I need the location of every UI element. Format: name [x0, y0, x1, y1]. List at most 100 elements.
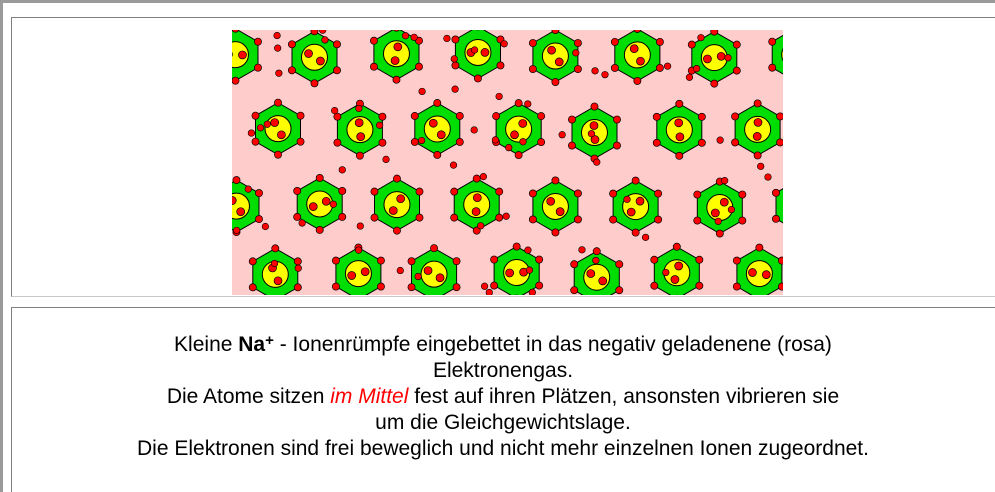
- ion-core: [463, 191, 491, 219]
- free-electron: [338, 166, 346, 174]
- free-electron: [500, 40, 508, 48]
- ion-core: [423, 115, 451, 143]
- shell-electron: [393, 174, 401, 183]
- caption-text: Kleine Na+ - Ionenrümpfe eingebettet in …: [11, 328, 995, 462]
- shell-electron: [535, 281, 544, 290]
- free-electron: [572, 49, 580, 57]
- shell-electron: [274, 98, 282, 107]
- shell-electron: [573, 39, 582, 47]
- inner-electron: [480, 48, 490, 57]
- ion-core: [344, 260, 372, 288]
- free-electron: [558, 131, 566, 139]
- free-electron: [382, 155, 390, 164]
- shell-electron: [710, 30, 719, 36]
- inner-electron: [472, 193, 482, 203]
- inner-electron: [716, 51, 726, 61]
- free-electron: [714, 217, 722, 225]
- free-electron: [356, 222, 364, 230]
- shell-electron: [415, 213, 424, 222]
- ion-core: [744, 115, 772, 143]
- free-electron: [727, 206, 736, 214]
- inner-electron: [670, 275, 680, 284]
- na-ion-symbol: Na+: [238, 332, 274, 356]
- shell-electron: [731, 112, 740, 121]
- inner-electron: [752, 132, 762, 141]
- shell-electron: [331, 256, 340, 265]
- free-electron: [256, 124, 265, 132]
- shell-electron: [433, 99, 442, 107]
- ion-core: [505, 115, 533, 143]
- shell-electron: [333, 112, 342, 121]
- inner-electron: [598, 276, 608, 286]
- free-electron: [355, 246, 363, 254]
- shell-electron: [732, 282, 741, 291]
- free-electron: [525, 266, 534, 274]
- shell-electron: [573, 189, 582, 198]
- shell-electron: [333, 40, 341, 49]
- shell-electron: [650, 281, 659, 290]
- free-electron: [724, 54, 732, 62]
- inner-electron: [238, 50, 247, 60]
- shell-electron: [772, 188, 780, 197]
- free-electron: [524, 246, 532, 254]
- shell-electron: [675, 151, 684, 160]
- shell-electron: [407, 283, 416, 292]
- shell-electron: [293, 212, 302, 221]
- shell-electron: [755, 243, 764, 252]
- metal-lattice-illustration: [232, 30, 783, 295]
- inner-electron: [396, 194, 406, 204]
- shell-electron: [570, 286, 579, 295]
- na-ion: [650, 242, 704, 295]
- free-electron: [623, 195, 631, 203]
- inner-electron: [674, 261, 684, 271]
- inner-electron: [710, 208, 720, 218]
- shell-electron: [615, 260, 624, 269]
- shell-electron: [613, 115, 621, 124]
- shell-electron: [251, 137, 260, 146]
- shell-electron: [492, 112, 501, 121]
- shell-electron: [415, 62, 423, 71]
- caption-cell: [11, 307, 995, 492]
- na-ion: [652, 99, 706, 160]
- shell-electron: [450, 213, 459, 222]
- shell-electron: [693, 190, 702, 199]
- shell-electron: [528, 215, 537, 224]
- inner-electron: [436, 130, 446, 140]
- inner-electron: [308, 202, 318, 211]
- shell-electron: [777, 282, 783, 291]
- shell-electron: [433, 151, 442, 159]
- shell-electron: [369, 36, 378, 45]
- shell-electron: [633, 76, 642, 85]
- inner-electron: [423, 266, 433, 275]
- caption-line-2: Elektronengas.: [432, 359, 574, 382]
- shell-electron: [573, 215, 582, 224]
- free-electron: [294, 264, 302, 272]
- shell-electron: [254, 37, 262, 46]
- inner-electron: [236, 207, 246, 217]
- inner-electron: [589, 121, 599, 130]
- ion-core: [300, 43, 328, 71]
- shell-electron: [232, 30, 240, 33]
- inner-electron: [554, 57, 564, 67]
- caption-line-1: Kleine Na+ - Ionenrümpfe eingebettet in …: [174, 332, 832, 356]
- na-ion: [450, 174, 504, 235]
- free-electron: [524, 100, 532, 108]
- shell-electron: [535, 255, 544, 264]
- free-electron: [502, 212, 510, 220]
- shell-electron: [248, 283, 257, 292]
- free-electron: [528, 288, 536, 295]
- shell-electron: [288, 40, 296, 49]
- inner-electron: [435, 273, 445, 283]
- shell-electron: [271, 244, 280, 253]
- shell-electron: [378, 112, 387, 121]
- shell-electron: [687, 40, 696, 49]
- shell-electron: [551, 228, 560, 237]
- free-electron: [470, 126, 478, 134]
- free-electron: [331, 106, 339, 115]
- shell-electron: [392, 75, 401, 84]
- emphasis-im-mittel: im Mittel: [330, 385, 409, 408]
- shell-electron: [490, 281, 499, 290]
- shell-electron: [731, 138, 740, 147]
- shell-electron: [472, 174, 481, 183]
